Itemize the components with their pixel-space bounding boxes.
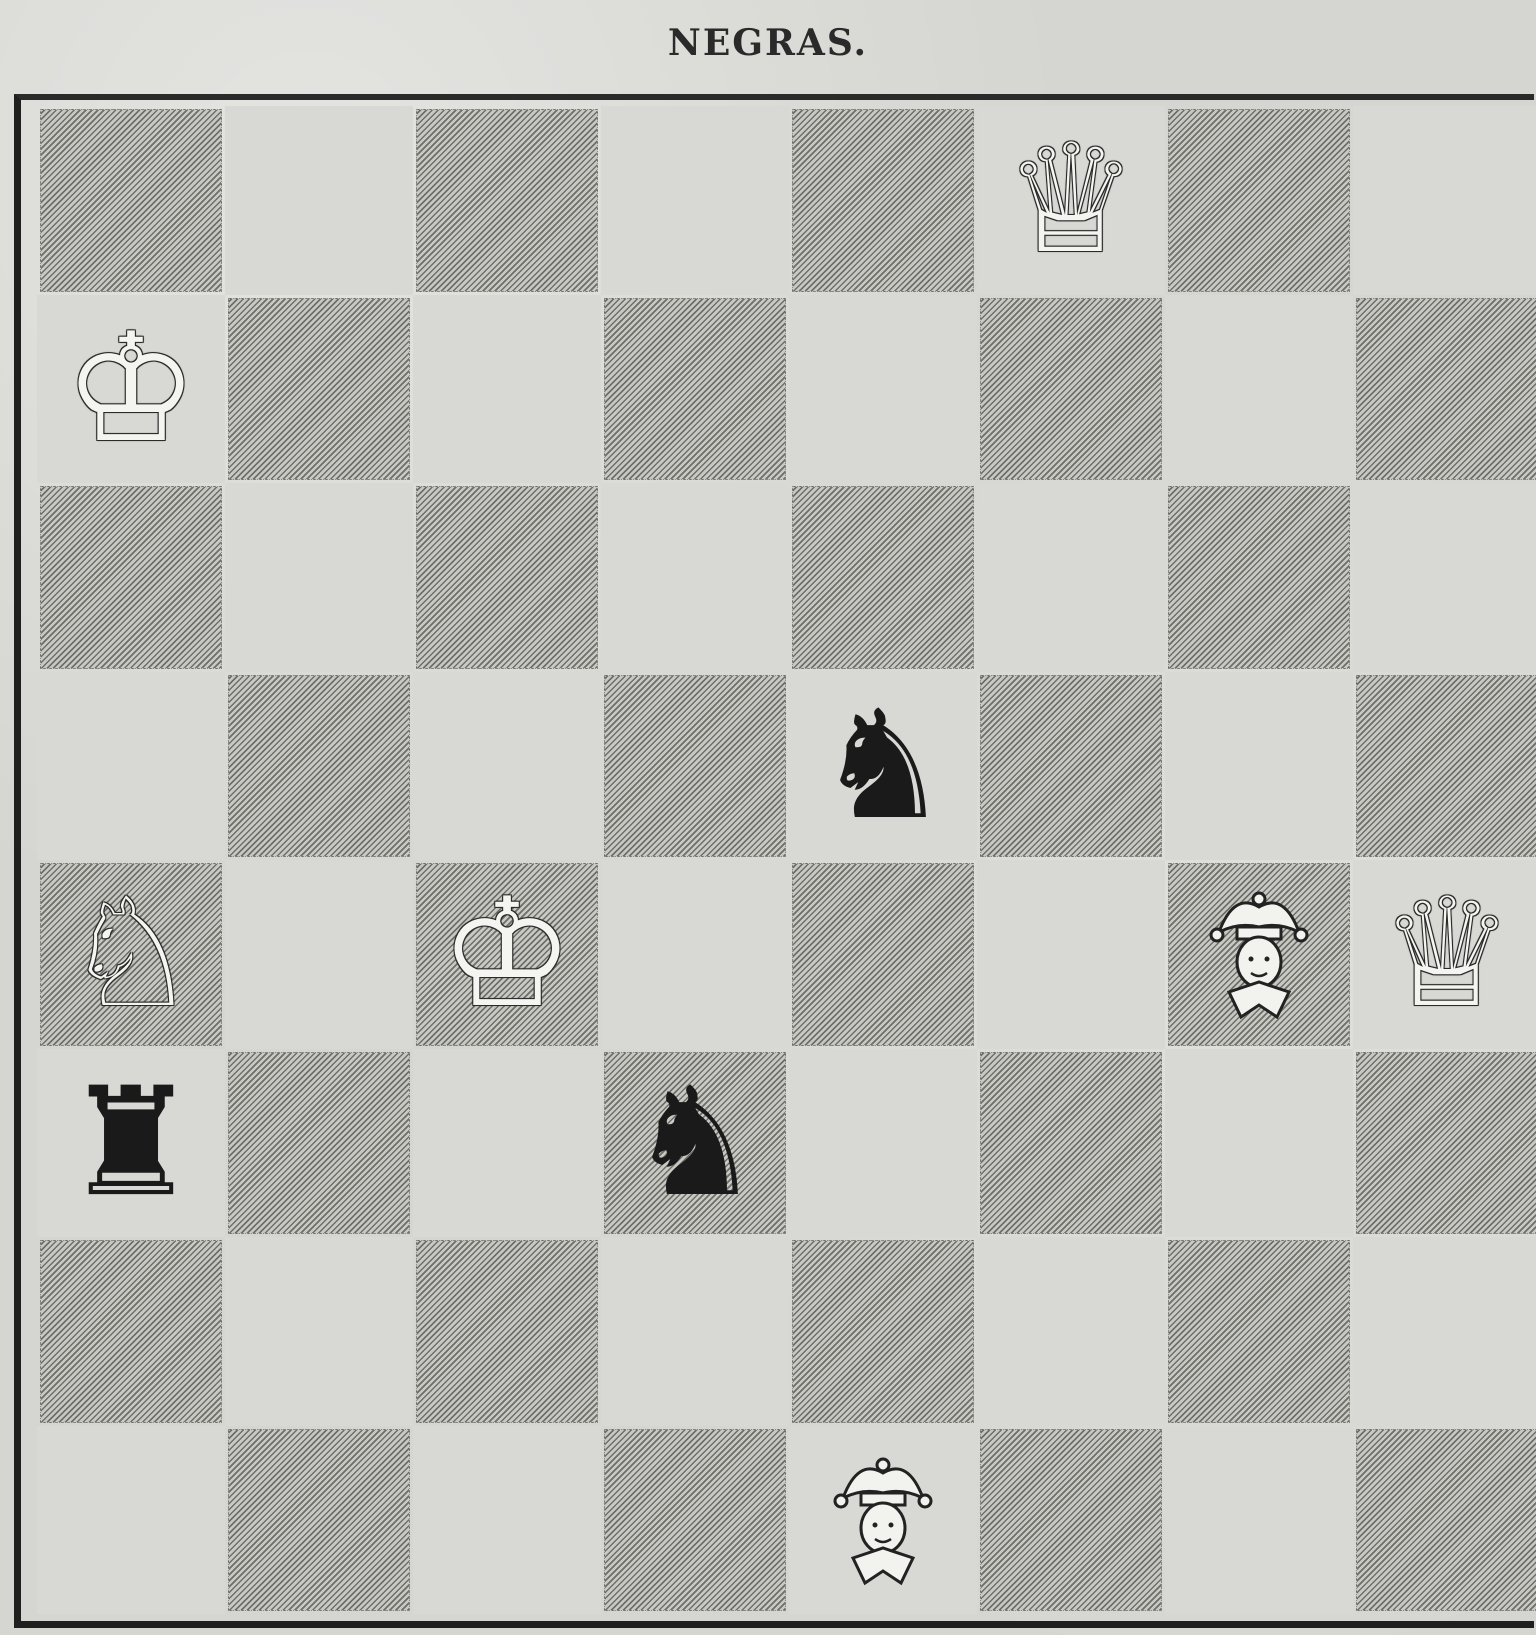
square-d1[interactable] [604,1429,786,1612]
square-h1[interactable] [1356,1429,1536,1612]
jester-icon[interactable] [823,1443,943,1597]
white-king-icon[interactable]: ♔ [440,879,574,1029]
square-b5[interactable] [228,675,410,858]
square-g1[interactable] [1165,1426,1353,1615]
jester-icon[interactable] [1199,877,1319,1031]
square-d7[interactable] [604,298,786,481]
square-h8[interactable] [1353,106,1536,295]
square-f8[interactable]: ♕ [977,106,1165,295]
square-d6[interactable] [601,483,789,672]
square-a5[interactable] [37,672,225,861]
square-a1[interactable] [37,1426,225,1615]
square-d4[interactable] [601,860,789,1049]
square-e4[interactable] [792,863,974,1046]
square-e2[interactable] [792,1240,974,1423]
square-f6[interactable] [977,483,1165,672]
square-e1[interactable] [789,1426,977,1615]
square-e5[interactable]: ♞ [789,672,977,861]
chess-board: ♕ ♔ ♞ ♘ ♔ ♕ ♜ ♞ [14,94,1534,1628]
square-g8[interactable] [1168,109,1350,292]
square-e8[interactable] [792,109,974,292]
square-g2[interactable] [1168,1240,1350,1423]
square-h6[interactable] [1353,483,1536,672]
square-b8[interactable] [225,106,413,295]
square-b6[interactable] [225,483,413,672]
square-a4[interactable]: ♘ [40,863,222,1046]
square-f1[interactable] [980,1429,1162,1612]
square-a7[interactable]: ♔ [37,295,225,484]
square-f7[interactable] [980,298,1162,481]
square-a2[interactable] [40,1240,222,1423]
square-h5[interactable] [1356,675,1536,858]
square-c5[interactable] [413,672,601,861]
black-knight-icon[interactable]: ♞ [628,1068,762,1218]
square-b4[interactable] [225,860,413,1049]
white-queen-icon[interactable]: ♕ [1380,879,1514,1029]
black-knight-icon[interactable]: ♞ [816,691,950,841]
square-a8[interactable] [40,109,222,292]
square-f3[interactable] [980,1052,1162,1235]
square-d3[interactable]: ♞ [604,1052,786,1235]
square-c2[interactable] [416,1240,598,1423]
board-heading: NEGRAS. [0,22,1536,64]
square-h4[interactable]: ♕ [1353,860,1536,1049]
black-rook-icon[interactable]: ♜ [64,1068,198,1218]
square-b7[interactable] [228,298,410,481]
square-b1[interactable] [228,1429,410,1612]
square-c8[interactable] [416,109,598,292]
square-f4[interactable] [977,860,1165,1049]
square-c4[interactable]: ♔ [416,863,598,1046]
square-d5[interactable] [604,675,786,858]
square-h2[interactable] [1353,1237,1536,1426]
square-e6[interactable] [792,486,974,669]
board-grid: ♕ ♔ ♞ ♘ ♔ ♕ ♜ ♞ [37,106,1536,1614]
square-e7[interactable] [789,295,977,484]
square-c3[interactable] [413,1049,601,1238]
square-c1[interactable] [413,1426,601,1615]
square-g5[interactable] [1165,672,1353,861]
square-a3[interactable]: ♜ [37,1049,225,1238]
square-g4[interactable] [1168,863,1350,1046]
square-f5[interactable] [980,675,1162,858]
square-c7[interactable] [413,295,601,484]
white-queen-icon[interactable]: ♕ [1004,125,1138,275]
white-king-icon[interactable]: ♔ [64,314,198,464]
square-g7[interactable] [1165,295,1353,484]
square-d2[interactable] [601,1237,789,1426]
square-e3[interactable] [789,1049,977,1238]
square-h7[interactable] [1356,298,1536,481]
square-h3[interactable] [1356,1052,1536,1235]
square-f2[interactable] [977,1237,1165,1426]
square-g3[interactable] [1165,1049,1353,1238]
square-g6[interactable] [1168,486,1350,669]
square-b3[interactable] [228,1052,410,1235]
white-knight-icon[interactable]: ♘ [64,879,198,1029]
square-b2[interactable] [225,1237,413,1426]
square-d8[interactable] [601,106,789,295]
square-c6[interactable] [416,486,598,669]
square-a6[interactable] [40,486,222,669]
